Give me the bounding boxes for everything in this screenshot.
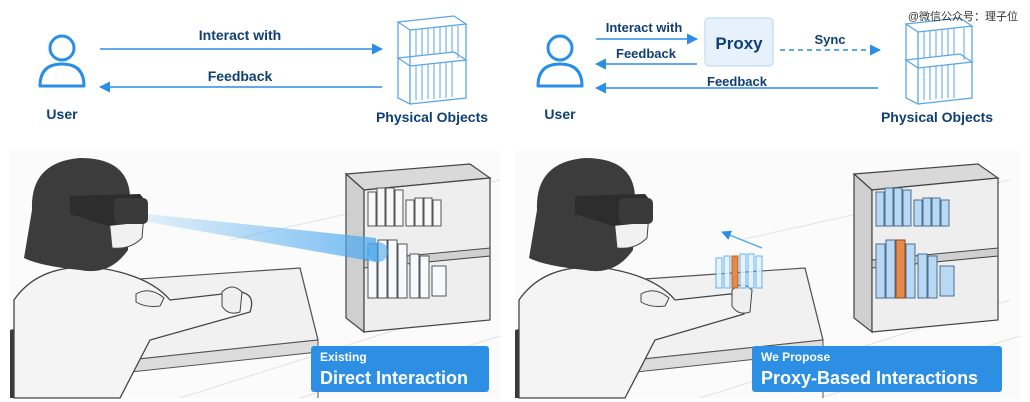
- left-badge: [311, 346, 489, 392]
- right-objects-label: Physical Objects: [881, 109, 993, 125]
- right-feedback-long-label: Feedback: [707, 74, 768, 89]
- right-user-icon: [536, 34, 584, 88]
- watermark-text: @微信公众号：理子位: [908, 9, 1018, 23]
- left-user-label: User: [46, 106, 78, 122]
- right-shelf-icon: [904, 17, 974, 106]
- right-interact-label: Interact with: [606, 20, 683, 35]
- right-scene: [515, 150, 1021, 399]
- sync-label: Sync: [814, 32, 845, 47]
- right-badge: [752, 346, 1002, 392]
- left-interact-label: Interact with: [199, 27, 281, 43]
- right-badge-main: Proxy-Based Interactions: [761, 368, 978, 388]
- proxy-box: [704, 17, 774, 67]
- left-user-icon: [38, 34, 86, 88]
- left-badge-main: Direct Interaction: [320, 368, 468, 388]
- right-feedback-proxy-label: Feedback: [616, 46, 677, 61]
- left-objects-label: Physical Objects: [376, 109, 488, 125]
- right-user-label: User: [544, 106, 576, 122]
- proxy-label: Proxy: [715, 34, 763, 53]
- left-shelf-icon: [396, 15, 468, 106]
- right-badge-sub: We Propose: [761, 350, 830, 364]
- left-feedback-label: Feedback: [208, 68, 273, 84]
- left-badge-sub: Existing: [320, 350, 367, 364]
